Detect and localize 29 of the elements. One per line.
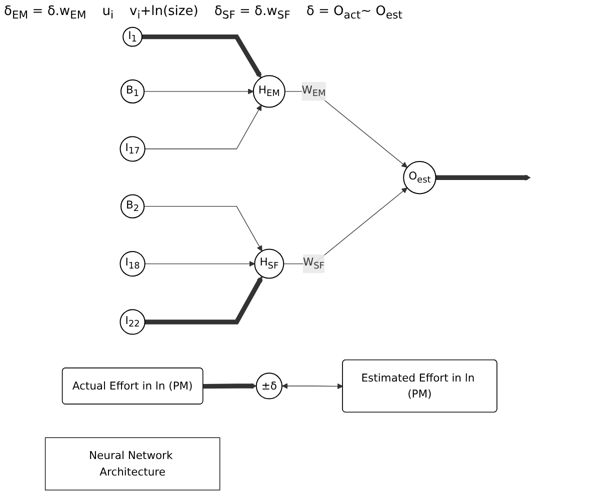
formula-label: u$_{i}$ <box>102 4 114 22</box>
arrow <box>144 206 262 252</box>
arrow <box>144 104 262 149</box>
arrow <box>142 34 262 78</box>
formula-label: δ$_{EM}$ = δ.w$_{EM}$ <box>4 4 86 22</box>
edge-label: W$_{EM}$ <box>302 82 326 98</box>
arrow <box>436 174 531 180</box>
node-circle: I$_{1}$ <box>122 26 143 46</box>
arrow <box>282 382 344 389</box>
arrow <box>144 276 263 324</box>
node-circle: B$_{2}$ <box>120 194 145 218</box>
edge-label: W$_{SF}$ <box>302 255 324 271</box>
node-circle: B$_{1}$ <box>120 78 145 104</box>
node-circle: I$_{22}$ <box>120 308 146 334</box>
arrow <box>203 382 257 389</box>
node-circle: H$_{EM}$ <box>252 74 286 108</box>
node-box: Neural Network Architecture <box>44 436 220 490</box>
node-circle: I$_{17}$ <box>120 136 146 162</box>
formula-label: v$_{i}$+ln(size) <box>130 4 198 22</box>
node-circle: H$_{SF}$ <box>254 248 284 278</box>
node-circle: I$_{18}$ <box>120 250 146 276</box>
formula-label: δ = O$_{act}$∼ O$_{est}$ <box>306 4 402 22</box>
arrow <box>144 260 255 266</box>
arrow <box>283 187 408 264</box>
arrow <box>144 88 254 94</box>
formula-label: δ$_{SF}$ = δ.w$_{SF}$ <box>214 4 290 22</box>
node-circle: O$_{est}$ <box>403 160 436 194</box>
node-circle: ±δ <box>256 372 282 399</box>
arrow <box>284 90 408 168</box>
